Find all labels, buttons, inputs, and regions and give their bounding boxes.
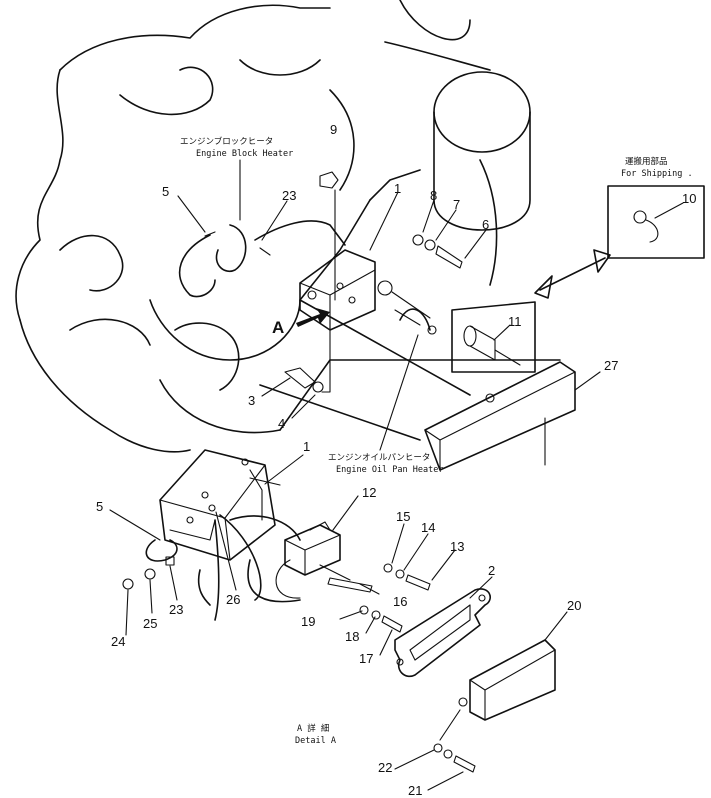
callout-3: 3 xyxy=(248,393,255,408)
callout-1-detail: 1 xyxy=(303,439,310,454)
callout-5-top: 5 xyxy=(162,184,169,199)
callout-18: 18 xyxy=(345,629,359,644)
callout-6: 6 xyxy=(482,217,489,232)
label-engine-block-heater-en: Engine Block Heater xyxy=(196,149,293,159)
callout-4: 4 xyxy=(278,416,285,431)
callout-8: 8 xyxy=(430,188,437,203)
callout-12: 12 xyxy=(362,485,376,500)
callout-7: 7 xyxy=(453,197,460,212)
heater-bracket-top xyxy=(299,249,437,335)
callout-13: 13 xyxy=(450,539,464,554)
detail-a-relay xyxy=(275,521,351,599)
callout-17: 17 xyxy=(359,651,373,666)
label-engine-oil-pan-heater-jp: エンジンオイルパンヒータ xyxy=(328,453,430,463)
mounting-plate-27 xyxy=(424,361,576,471)
label-for-shipping-en: For Shipping . xyxy=(621,169,693,179)
detail-a-fasteners xyxy=(122,556,476,773)
engine-block-heater xyxy=(178,220,346,298)
callout-9: 9 xyxy=(330,122,337,137)
view-a-arrow xyxy=(296,308,330,327)
callout-16: 16 xyxy=(393,594,407,609)
label-detail-a-en: Detail A xyxy=(295,736,336,746)
callout-23-top: 23 xyxy=(282,188,296,203)
label-for-shipping-jp: 運搬用部品 xyxy=(625,156,668,167)
callout-14: 14 xyxy=(421,520,435,535)
callout-2: 2 xyxy=(488,563,495,578)
detail-a-gasket xyxy=(394,588,491,678)
double-arrow xyxy=(534,249,611,299)
callout-26: 26 xyxy=(226,592,240,607)
callout-22: 22 xyxy=(378,760,392,775)
label-view-a: A xyxy=(272,318,284,337)
callout-15: 15 xyxy=(396,509,410,524)
detail-a-bracket xyxy=(159,449,281,561)
callout-21: 21 xyxy=(408,783,422,798)
label-engine-oil-pan-heater-en: Engine Oil Pan Heater xyxy=(336,465,443,475)
callout-10: 10 xyxy=(682,191,696,206)
callout-23-detail: 23 xyxy=(169,602,183,617)
engine-oil-pan-heater xyxy=(394,308,431,331)
label-detail-a-jp: A 詳 細 xyxy=(297,723,329,734)
engine-outline xyxy=(15,0,561,453)
callout-19: 19 xyxy=(301,614,315,629)
leader-lines xyxy=(109,159,684,791)
detail-a-cover xyxy=(439,639,556,741)
shipping-part-box xyxy=(607,185,705,259)
fasteners-top xyxy=(284,171,463,393)
callout-5-detail: 5 xyxy=(96,499,103,514)
callout-24: 24 xyxy=(111,634,125,649)
callout-11: 11 xyxy=(508,314,522,329)
connector-part-box xyxy=(451,301,536,373)
callout-1-top: 1 xyxy=(394,181,401,196)
callout-20: 20 xyxy=(567,598,581,613)
callout-25: 25 xyxy=(143,616,157,631)
label-engine-block-heater-jp: エンジンブロックヒータ xyxy=(180,136,273,147)
callout-27: 27 xyxy=(604,358,618,373)
